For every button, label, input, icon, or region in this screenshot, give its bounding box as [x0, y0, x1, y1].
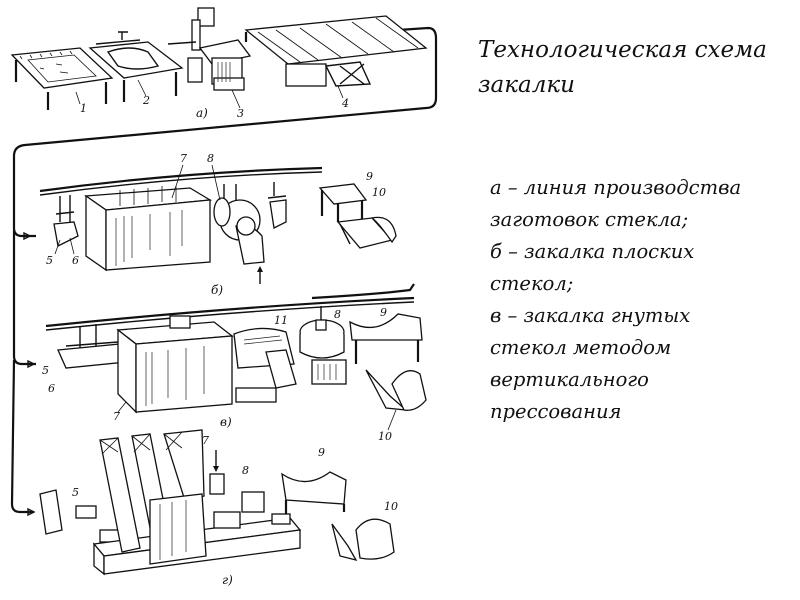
label-10: 10 [372, 186, 386, 199]
glass-5 [75, 505, 97, 519]
glass-hanging [269, 199, 287, 229]
flow-lines [10, 26, 438, 517]
furnace-7 [99, 429, 207, 565]
slide-title: Технологическая схема закалки [478, 33, 798, 103]
label-3: 3 [237, 107, 244, 120]
label-8: 8 [242, 464, 249, 477]
flow-line-to-g [10, 359, 34, 514]
table-9 [318, 183, 368, 222]
panel-v-caption: в) [220, 415, 232, 429]
flow-line-to-v [12, 230, 36, 366]
legend-line: заготовок стекла; [490, 208, 689, 231]
legend-line: а – линия производства [490, 176, 742, 199]
legend-line: б – закалка плоских [490, 240, 695, 263]
cart-10 [331, 518, 395, 562]
panel-g: 5 7 8 9 10 г) [39, 429, 398, 587]
label-11: 11 [274, 314, 288, 327]
label-5: 5 [72, 486, 79, 499]
label-10: 10 [378, 430, 392, 443]
table-9 [281, 471, 347, 514]
furnace-7 [84, 186, 213, 272]
quenching-diagram: 1 2 3 4 а) [10, 7, 438, 587]
unit-11 [233, 327, 297, 403]
panel-v: 5 6 7 8 9 10 11 в) [42, 296, 427, 443]
rack [39, 489, 63, 535]
label-2: 2 [142, 94, 150, 107]
label-9: 9 [366, 170, 373, 183]
label-4: 4 [341, 97, 349, 110]
label-8: 8 [207, 152, 214, 165]
arrow-icon [23, 231, 32, 241]
quench-unit-8 [299, 306, 347, 385]
label-7: 7 [202, 434, 209, 447]
label-9: 9 [318, 446, 325, 459]
legend-line: прессования [490, 400, 622, 423]
slide-title-line-2: закалки [478, 72, 575, 98]
arrow-icon [27, 507, 36, 517]
table-9 [349, 313, 423, 364]
legend-line: стекол; [490, 272, 574, 295]
press-unit-8 [209, 450, 291, 529]
glass-5-6 [57, 343, 127, 369]
diagram-svg: 1 2 3 4 а) [10, 7, 438, 587]
label-8: 8 [334, 308, 341, 321]
legend-line: вертикального [490, 368, 649, 391]
table-2 [88, 31, 184, 102]
cart-10 [336, 216, 397, 249]
label-7: 7 [113, 410, 120, 423]
machine-3 [167, 7, 252, 91]
furnace-7 [116, 315, 234, 414]
label-7: 7 [180, 152, 187, 165]
arrow-icon [27, 359, 36, 369]
overhead-rail [39, 166, 323, 193]
slide-title-line-1: Технологическая схема [478, 37, 767, 63]
panel-b-caption: б) [211, 283, 223, 297]
legend-text: а – линия производства заготовок стекла;… [490, 172, 790, 428]
panel-a: 1 2 3 4 а) [10, 7, 428, 120]
label-5: 5 [42, 364, 49, 377]
panel-g-caption: г) [222, 573, 233, 587]
label-9: 9 [380, 306, 387, 319]
label-6: 6 [48, 382, 55, 395]
label-10: 10 [384, 500, 398, 513]
overhead-rail [45, 296, 415, 328]
line-4 [244, 15, 428, 87]
label-1: 1 [80, 102, 87, 115]
panel-b: 9 10 7 8 5 6 б) [39, 152, 415, 300]
quench-unit-8 [213, 197, 265, 284]
label-5: 5 [46, 254, 53, 267]
table-1 [10, 47, 114, 110]
legend-line: в – закалка гнутых [490, 304, 691, 327]
label-6: 6 [72, 254, 79, 267]
glass-5-6 [53, 221, 79, 247]
cart-10 [365, 369, 427, 411]
legend-line: стекол методом [490, 336, 672, 359]
panel-a-caption: а) [196, 106, 208, 120]
